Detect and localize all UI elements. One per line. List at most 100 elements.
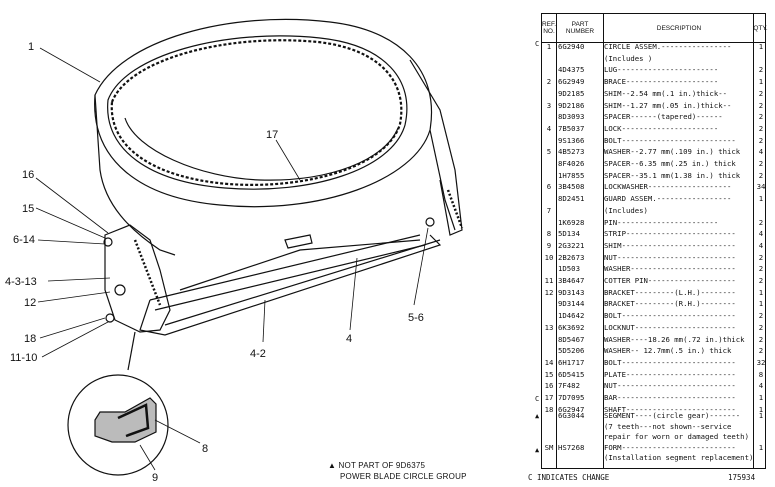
cell-part: 8D2451 (558, 194, 585, 204)
circle-inner-ring (107, 35, 408, 190)
cell-desc: COTTER PIN-------------------- (604, 276, 736, 285)
cell-qty: 2 (758, 322, 764, 332)
bracket-bolt-1 (103, 237, 113, 247)
cell-qty: 1 (758, 194, 764, 204)
cell-ref: 13 (544, 322, 554, 332)
cell-qty: 1 (758, 77, 764, 87)
callout-15: 15 (22, 203, 34, 215)
cell-ref: 11 (544, 276, 554, 285)
cell-ref: 8 (546, 229, 552, 239)
circle-inner-lip (124, 117, 399, 181)
cell-desc: (7 teeth---not shown--service (604, 421, 732, 431)
cell-part: 7B5037 (558, 123, 585, 133)
cell-desc: WASHER----18.26 mm(.72 in.)thick (604, 334, 745, 344)
cell-part: 8D3093 (558, 112, 585, 122)
cell-ref: 16 (544, 381, 554, 391)
drawbar-plate (284, 234, 313, 249)
triangle-mark-1: ▲ (535, 412, 540, 420)
cell-desc: BOLT-------------------------- (604, 311, 736, 321)
cell-part: 6G3044 (558, 411, 585, 420)
drawbar-lower (164, 239, 441, 326)
drawbar-base (139, 234, 442, 336)
header-ref: REF. NO. (541, 21, 557, 35)
cell-qty: 1 (758, 442, 764, 452)
cell-ref: SM (544, 442, 554, 452)
callout-6-14: 6-14 (13, 234, 35, 246)
cell-part: 1D4642 (558, 311, 585, 321)
cell-part: 6K3692 (558, 322, 585, 332)
cell-part: 9D2185 (558, 88, 585, 98)
cell-desc: (Includes) (604, 205, 648, 215)
cell-desc: BRACKET---------(L.H.)-------- (604, 287, 736, 297)
cell-qty: 2 (758, 217, 764, 227)
callout-9: 9 (152, 472, 158, 484)
cell-desc: SPACER--6.35 mm(.25 in.) thick (604, 159, 736, 168)
cell-qty: 1 (758, 287, 764, 297)
cell-qty: 1 (758, 42, 764, 51)
cell-part: 4B5273 (558, 147, 585, 157)
cell-ref: 12 (544, 287, 554, 297)
cell-desc: LOCKWASHER------------------- (604, 182, 732, 192)
cell-desc: (Installation segment replacement) (604, 453, 754, 462)
table-row: 1K6928 PIN-----------------------2 (542, 218, 765, 228)
circle-skirt (94, 94, 176, 256)
table-row: 4D4375 LUG-----------------------2 (542, 65, 765, 75)
cell-part: 7F482 (558, 381, 580, 391)
cell-qty: 2 (758, 123, 764, 133)
cell-qty: 2 (758, 135, 764, 145)
col-divider-1 (556, 14, 557, 468)
cell-qty: 2 (758, 264, 764, 274)
callout-11-10: 11-10 (10, 352, 37, 364)
footer-number: 175934 (728, 473, 756, 482)
cell-desc: (Includes ) (604, 53, 653, 63)
cell-qty: 2 (758, 88, 764, 98)
cell-desc: GUARD ASSEM.----------------- (604, 194, 732, 204)
callout-4-3-13: 4-3-13 (5, 276, 37, 288)
cell-qty: 2 (758, 112, 764, 122)
cell-part: 1K6928 (558, 217, 585, 227)
cell-qty: 4 (758, 147, 764, 157)
callout-5-6: 5-6 (408, 312, 424, 324)
detail-circle (67, 374, 169, 476)
table-header: REF. NO. PART NUMBER DESCRIPTION QTY. (541, 14, 768, 43)
cell-qty: 2 (758, 170, 764, 180)
callout-4-2: 4-2 (250, 348, 266, 360)
drawbar-left-arm (149, 234, 421, 301)
callout-1: 1 (28, 41, 34, 53)
header-desc: DESCRIPTION (656, 24, 702, 32)
guard-right (409, 59, 463, 236)
cell-desc: STRIP------------------------- (604, 229, 736, 239)
cell-qty: 1 (758, 411, 764, 420)
cell-part: 8F4026 (558, 159, 585, 168)
exploded-parts-drawing: 1 17 16 15 6-14 4-3-13 12 18 11-10 4-2 4… (5, 18, 464, 484)
cell-desc: WASHER------------------------ (604, 264, 736, 274)
cell-part: 6H1717 (558, 357, 585, 367)
cell-qty: 1 (758, 404, 764, 414)
table-row: 8D3093 SPACER------(tapered)------2 (542, 112, 765, 122)
cell-desc: LOCK---------------------- (604, 123, 719, 133)
table-row: repair for worn or damaged teeth) (542, 432, 765, 442)
cell-desc: FORM-------------------------- (604, 442, 736, 452)
cell-desc: NUT--------------------------- (604, 252, 736, 262)
cell-qty: 2 (758, 334, 764, 344)
cell-part: 9D2186 (558, 100, 585, 110)
cell-part: 6D5415 (558, 369, 585, 379)
cell-desc: SHIM-------------------------- (604, 240, 736, 250)
detail-shim (117, 403, 150, 438)
cell-part: 1H7855 (558, 170, 585, 180)
cell-desc: SHAFT------------------------- (604, 404, 736, 414)
bracket-bolt-4 (425, 217, 435, 227)
cell-qty: 4 (758, 381, 764, 391)
